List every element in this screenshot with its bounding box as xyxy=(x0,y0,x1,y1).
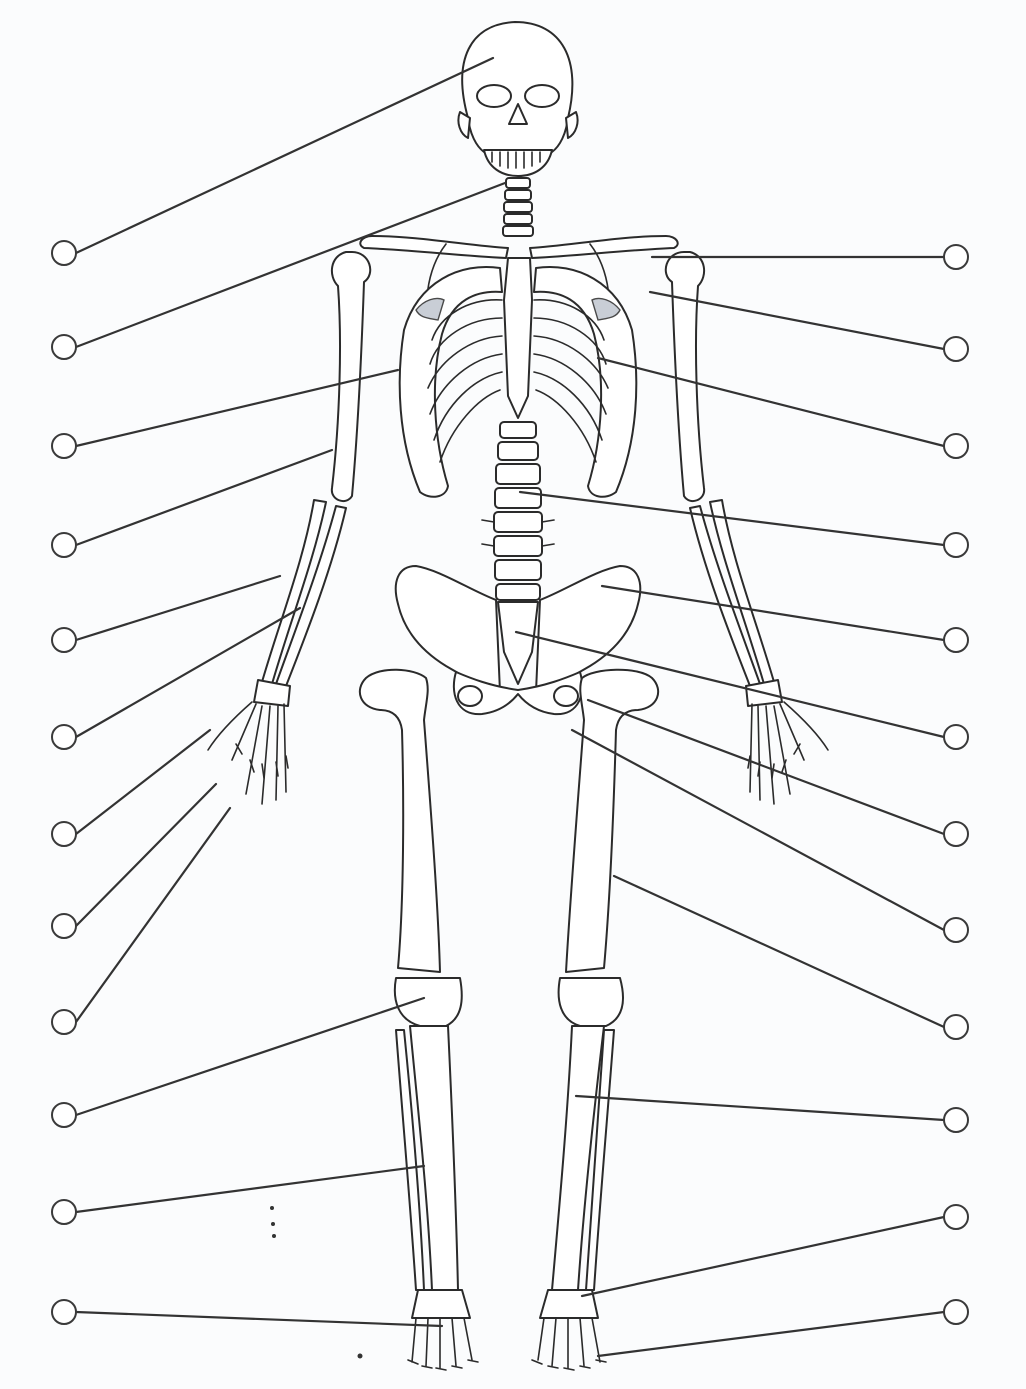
leader-line-right-8 xyxy=(572,730,944,930)
label-blank-left-7[interactable] xyxy=(52,822,76,846)
label-blank-left-3[interactable] xyxy=(52,434,76,458)
leader-line-left-11 xyxy=(76,1166,424,1212)
left-arm xyxy=(208,252,370,804)
skull xyxy=(458,22,577,176)
clavicles xyxy=(360,236,677,258)
leader-line-right-10 xyxy=(576,1096,944,1120)
label-blanks xyxy=(52,241,968,1324)
scan-specks xyxy=(270,1206,363,1359)
label-blank-right-7[interactable] xyxy=(944,822,968,846)
label-blank-left-2[interactable] xyxy=(52,335,76,359)
sacrum xyxy=(498,602,538,684)
leader-line-right-11 xyxy=(582,1217,944,1296)
left-leg xyxy=(360,670,478,1370)
label-blank-left-11[interactable] xyxy=(52,1200,76,1224)
label-blank-left-5[interactable] xyxy=(52,628,76,652)
sternum xyxy=(504,258,532,418)
label-blank-right-2[interactable] xyxy=(944,337,968,361)
label-blank-left-9[interactable] xyxy=(52,1010,76,1034)
label-blank-right-4[interactable] xyxy=(944,533,968,557)
label-blank-left-8[interactable] xyxy=(52,914,76,938)
leader-lines xyxy=(76,58,944,1356)
leader-line-left-5 xyxy=(76,576,280,640)
label-blank-right-8[interactable] xyxy=(944,918,968,942)
label-blank-right-1[interactable] xyxy=(944,245,968,269)
leader-line-right-9 xyxy=(614,876,944,1027)
left-humerus xyxy=(332,252,370,501)
leader-line-right-3 xyxy=(598,358,944,446)
label-blank-right-12[interactable] xyxy=(944,1300,968,1324)
label-blank-left-1[interactable] xyxy=(52,241,76,265)
label-blank-left-12[interactable] xyxy=(52,1300,76,1324)
label-blank-right-3[interactable] xyxy=(944,434,968,458)
leader-line-left-1 xyxy=(76,58,493,253)
leader-line-left-4 xyxy=(76,450,332,545)
leader-line-right-5 xyxy=(602,586,944,640)
leader-line-left-10 xyxy=(76,998,424,1115)
cervical-vertebrae xyxy=(503,178,533,236)
leader-line-right-12 xyxy=(598,1312,944,1356)
leader-line-left-7 xyxy=(76,730,210,834)
left-eye-socket xyxy=(477,85,511,107)
leader-line-left-12 xyxy=(76,1312,442,1326)
label-blank-right-6[interactable] xyxy=(944,725,968,749)
label-blank-right-5[interactable] xyxy=(944,628,968,652)
label-blank-right-11[interactable] xyxy=(944,1205,968,1229)
right-eye-socket xyxy=(525,85,559,107)
label-blank-left-10[interactable] xyxy=(52,1103,76,1127)
lumbar-vertebrae xyxy=(482,422,554,600)
label-blank-left-4[interactable] xyxy=(52,533,76,557)
leader-line-left-9 xyxy=(76,808,230,1022)
left-femur xyxy=(360,670,440,972)
right-leg xyxy=(532,670,658,1370)
label-blank-left-6[interactable] xyxy=(52,725,76,749)
leader-line-right-4 xyxy=(520,492,944,545)
label-blank-right-9[interactable] xyxy=(944,1015,968,1039)
label-blank-right-10[interactable] xyxy=(944,1108,968,1132)
right-femur xyxy=(566,670,658,972)
